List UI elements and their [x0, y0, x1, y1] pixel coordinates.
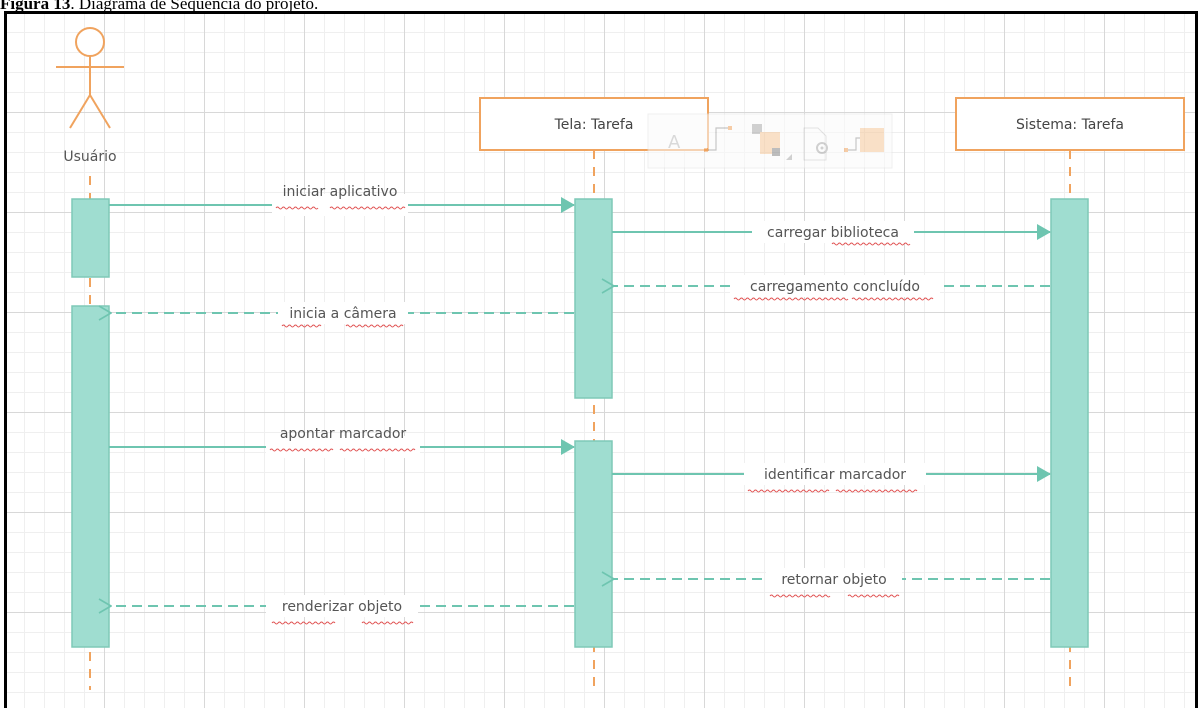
- object-sistema-tarefa[interactable]: Sistema: Tarefa: [955, 97, 1185, 151]
- squiggle: [835, 489, 918, 493]
- activation-usuario-1[interactable]: [71, 198, 110, 278]
- activation-usuario-2[interactable]: [71, 305, 110, 648]
- settings-icon[interactable]: [803, 127, 828, 161]
- squiggle: [851, 297, 934, 301]
- object-label-tela: Tela: Tarefa: [554, 117, 634, 133]
- squiggle: [831, 242, 911, 246]
- message-7[interactable]: retornar objeto: [614, 568, 1050, 590]
- message-4[interactable]: inicia a câmera: [111, 302, 574, 324]
- message-8[interactable]: renderizar objeto: [111, 595, 574, 617]
- object-label-sistema: Sistema: Tarefa: [1016, 117, 1124, 133]
- message-5[interactable]: apontar marcador: [109, 426, 575, 458]
- floating-toolbar[interactable]: A: [647, 113, 893, 169]
- message-2[interactable]: carregar biblioteca: [612, 221, 1051, 243]
- shape-style-icon[interactable]: [844, 128, 884, 152]
- message-label: carregamento concluído: [750, 279, 920, 295]
- squiggle: [275, 206, 319, 210]
- connector-tool-icon[interactable]: [704, 126, 732, 152]
- squiggle: [361, 621, 414, 625]
- activation-tela-2[interactable]: [574, 440, 613, 648]
- message-label: apontar marcador: [280, 426, 407, 442]
- actor-label: Usuário: [63, 149, 116, 165]
- message-label: retornar objeto: [781, 572, 886, 588]
- squiggle: [747, 489, 830, 493]
- message-label: identificar marcador: [764, 467, 906, 483]
- squiggle: [281, 324, 322, 328]
- squiggle: [733, 297, 849, 301]
- activation-sistema[interactable]: [1050, 198, 1089, 648]
- squiggle: [329, 206, 406, 210]
- message-6[interactable]: identificar marcador: [612, 463, 1051, 485]
- shape-tool-icon[interactable]: [752, 124, 792, 160]
- caption-text: . Diagrama de Sequência do projeto.: [70, 0, 319, 13]
- figure-caption: Figura 13. Diagrama de Sequência do proj…: [0, 0, 318, 14]
- squiggle: [769, 594, 831, 598]
- squiggle: [271, 621, 336, 625]
- squiggle: [339, 448, 416, 452]
- activation-tela-1[interactable]: [574, 198, 613, 399]
- message-label: renderizar objeto: [282, 599, 402, 615]
- stick-figure-actor-icon: [56, 27, 124, 129]
- actor-usuario[interactable]: Usuário: [56, 27, 124, 165]
- squiggle: [847, 594, 900, 598]
- text-tool-icon[interactable]: A: [668, 132, 681, 153]
- message-1[interactable]: iniciar aplicativo: [109, 184, 575, 216]
- squiggle: [269, 448, 334, 452]
- message-label: carregar biblioteca: [767, 225, 899, 241]
- spellcheck-underlines: [269, 206, 934, 625]
- message-label: inicia a câmera: [289, 306, 396, 322]
- message-label: iniciar aplicativo: [283, 184, 398, 200]
- caption-number: Figura 13: [0, 0, 71, 13]
- squiggle: [345, 324, 404, 328]
- message-3[interactable]: carregamento concluído: [614, 275, 1050, 297]
- activations: [71, 198, 1089, 648]
